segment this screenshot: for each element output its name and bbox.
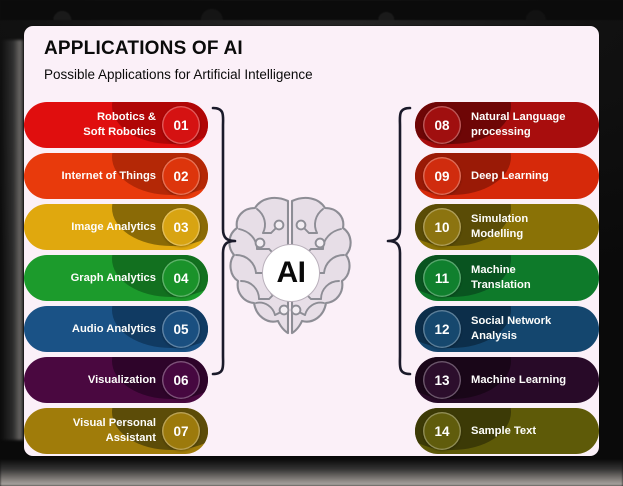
application-label: Simulation Modelling bbox=[471, 213, 529, 240]
application-number: 11 bbox=[423, 259, 461, 297]
ai-center-badge: AI bbox=[262, 244, 320, 302]
application-item-10[interactable]: Simulation Modelling 10 bbox=[415, 204, 599, 250]
page-subtitle: Possible Applications for Artificial Int… bbox=[44, 67, 313, 82]
application-number: 13 bbox=[423, 361, 461, 399]
application-item-12[interactable]: Social Network Analysis 12 bbox=[415, 306, 599, 352]
application-item-09[interactable]: Deep Learning 09 bbox=[415, 153, 599, 199]
brain-circuit-icon bbox=[228, 196, 352, 335]
page-title: APPLICATIONS OF AI bbox=[44, 38, 243, 59]
application-label: Visualization bbox=[87, 373, 156, 386]
infographic-card: APPLICATIONS OF AI Possible Applications… bbox=[24, 26, 599, 456]
application-label: Natural Language processing bbox=[471, 111, 566, 138]
application-label: Graph Analytics bbox=[70, 271, 156, 284]
application-label: Audio Analytics bbox=[71, 322, 156, 335]
application-label: Social Network Analysis bbox=[471, 315, 552, 342]
application-label: Image Analytics bbox=[71, 220, 156, 233]
application-number: 08 bbox=[423, 106, 461, 144]
application-number: 04 bbox=[162, 259, 200, 297]
application-number: 14 bbox=[423, 412, 461, 450]
left-bracket bbox=[211, 106, 237, 376]
application-item-06[interactable]: Visualization 06 bbox=[24, 357, 208, 403]
application-item-04[interactable]: Graph Analytics 04 bbox=[24, 255, 208, 301]
application-number: 01 bbox=[162, 106, 200, 144]
application-number: 12 bbox=[423, 310, 461, 348]
application-item-08[interactable]: Natural Language processing 08 bbox=[415, 102, 599, 148]
application-item-13[interactable]: Machine Learning 13 bbox=[415, 357, 599, 403]
application-item-05[interactable]: Audio Analytics 05 bbox=[24, 306, 208, 352]
application-label: Internet of Things bbox=[61, 169, 156, 182]
application-number: 07 bbox=[162, 412, 200, 450]
application-label: Machine Learning bbox=[471, 373, 567, 386]
application-number: 03 bbox=[162, 208, 200, 246]
application-number: 09 bbox=[423, 157, 461, 195]
application-item-11[interactable]: Machine Translation 11 bbox=[415, 255, 599, 301]
application-item-14[interactable]: Sample Text 14 bbox=[415, 408, 599, 454]
ai-label: AI bbox=[276, 256, 307, 289]
application-item-01[interactable]: Robotics & Soft Robotics 01 bbox=[24, 102, 208, 148]
application-item-02[interactable]: Internet of Things 02 bbox=[24, 153, 208, 199]
application-label: Machine Translation bbox=[471, 264, 531, 291]
frame-smudge bbox=[0, 40, 24, 440]
application-label: Robotics & Soft Robotics bbox=[83, 111, 156, 138]
application-label: Visual Personal Assistant bbox=[72, 417, 156, 444]
right-bracket bbox=[386, 106, 412, 376]
application-label: Sample Text bbox=[471, 424, 537, 437]
application-number: 06 bbox=[162, 361, 200, 399]
application-label: Deep Learning bbox=[471, 169, 549, 182]
application-number: 10 bbox=[423, 208, 461, 246]
application-number: 02 bbox=[162, 157, 200, 195]
application-item-07[interactable]: Visual Personal Assistant 07 bbox=[24, 408, 208, 454]
application-number: 05 bbox=[162, 310, 200, 348]
application-item-03[interactable]: Image Analytics 03 bbox=[24, 204, 208, 250]
